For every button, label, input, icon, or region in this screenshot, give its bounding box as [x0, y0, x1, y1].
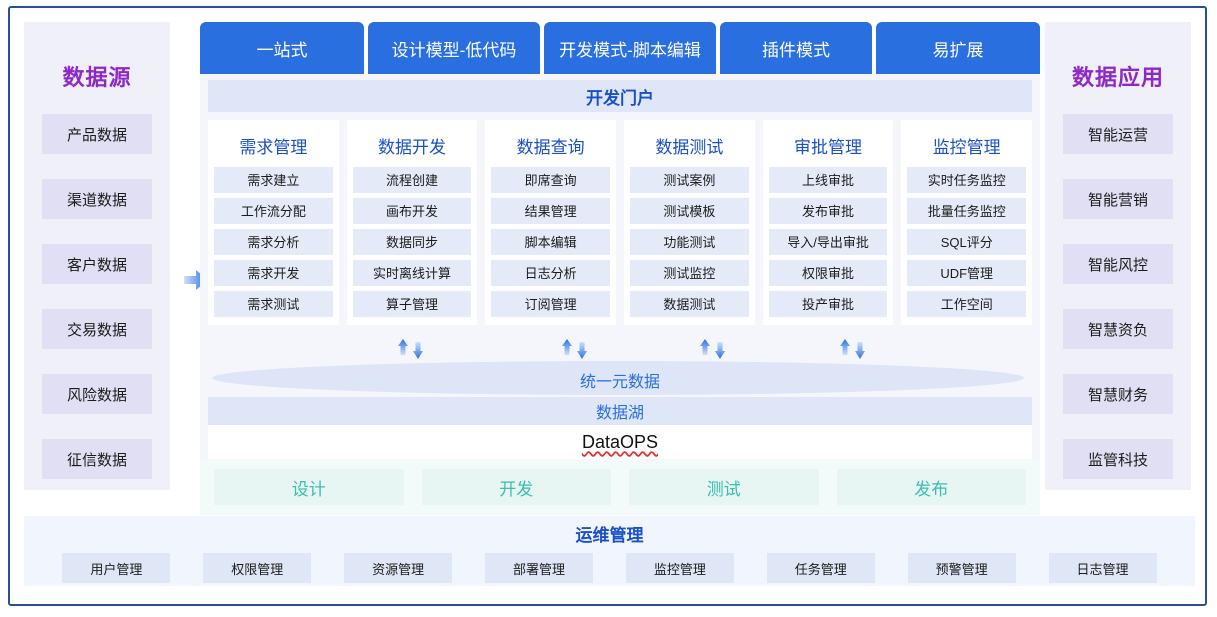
- column-item[interactable]: 订阅管理: [491, 291, 611, 317]
- portal-column-data-query: 数据查询 即席查询 结果管理 脚本编辑 日志分析 订阅管理: [485, 120, 617, 325]
- portal-column-approval: 审批管理 上线审批 发布审批 导入/导出审批 权限审批 投产审批: [762, 120, 894, 325]
- data-source-item[interactable]: 客户数据: [42, 244, 152, 284]
- column-item[interactable]: 日志分析: [491, 260, 611, 286]
- data-source-title: 数据源: [62, 65, 132, 90]
- column-item[interactable]: 上线审批: [768, 167, 888, 193]
- ops-item[interactable]: 任务管理: [766, 553, 875, 583]
- ellipse-shape: [212, 361, 1024, 395]
- data-application-item[interactable]: 智能风控: [1063, 244, 1173, 284]
- feature-tabs: 一站式 设计模型-低代码 开发模式-脚本编辑 插件模式 易扩展: [200, 22, 1040, 74]
- ops-item[interactable]: 日志管理: [1048, 553, 1157, 583]
- ops-item[interactable]: 资源管理: [344, 553, 453, 583]
- unified-metadata-label: 统一元数据: [579, 374, 660, 391]
- ops-item[interactable]: 部署管理: [485, 553, 594, 583]
- up-down-arrow-icon: [396, 337, 430, 359]
- column-item[interactable]: 投产审批: [768, 291, 888, 317]
- tab-plugin-mode[interactable]: 插件模式: [720, 22, 872, 74]
- tab-design-model[interactable]: 设计模型-低代码: [368, 22, 540, 74]
- data-source-item[interactable]: 交易数据: [42, 309, 152, 349]
- column-item[interactable]: 需求分析: [214, 229, 333, 255]
- column-item[interactable]: 测试案例: [630, 167, 749, 193]
- column-item[interactable]: UDF管理: [907, 260, 1027, 286]
- column-item[interactable]: 批量任务监控: [907, 198, 1027, 224]
- dataops-text: DataOPS: [581, 431, 659, 452]
- column-item[interactable]: 即席查询: [491, 167, 611, 193]
- stage-design[interactable]: 设计: [214, 469, 404, 505]
- portal-column-data-dev: 数据开发 流程创建 画布开发 数据同步 实时离线计算 算子管理: [346, 120, 478, 325]
- column-item[interactable]: 实时离线计算: [352, 260, 472, 286]
- tab-extensible[interactable]: 易扩展: [876, 22, 1040, 74]
- column-item[interactable]: 需求开发: [214, 260, 333, 286]
- column-title: 数据查询: [516, 138, 585, 157]
- portal-column-monitor: 监控管理 实时任务监控 批量任务监控 SQL评分 UDF管理 工作空间: [901, 120, 1033, 325]
- dataops-label: DataOPS: [208, 425, 1032, 459]
- data-source-item[interactable]: 征信数据: [42, 439, 152, 479]
- data-application-title: 数据应用: [1071, 65, 1164, 90]
- column-item[interactable]: 需求测试: [214, 291, 333, 317]
- dev-portal-banner: 开发门户: [208, 80, 1032, 112]
- data-source-item[interactable]: 产品数据: [42, 114, 152, 154]
- data-source-item[interactable]: 渠道数据: [42, 179, 152, 219]
- portal-column-requirement: 需求管理 需求建立 工作流分配 需求分析 需求开发 需求测试: [208, 120, 339, 325]
- diagram-frame: 数据源 产品数据 渠道数据 客户数据 交易数据 风险数据 征信数据 一站式 设计…: [8, 6, 1207, 606]
- column-item[interactable]: 功能测试: [630, 229, 749, 255]
- portal-columns: 需求管理 需求建立 工作流分配 需求分析 需求开发 需求测试 数据开发 流程创建…: [208, 120, 1033, 325]
- data-application-item[interactable]: 智能营销: [1063, 179, 1173, 219]
- column-item[interactable]: 结果管理: [491, 198, 611, 224]
- column-item[interactable]: 数据测试: [630, 291, 749, 317]
- data-application-item[interactable]: 智慧财务: [1063, 374, 1173, 414]
- data-source-panel: 数据源 产品数据 渠道数据 客户数据 交易数据 风险数据 征信数据: [24, 22, 170, 490]
- column-item[interactable]: 算子管理: [352, 291, 472, 317]
- column-title: 数据开发: [378, 138, 446, 157]
- column-item[interactable]: 工作空间: [907, 291, 1027, 317]
- column-item[interactable]: 画布开发: [352, 198, 472, 224]
- tab-one-stop[interactable]: 一站式: [200, 22, 364, 74]
- ops-item[interactable]: 用户管理: [62, 553, 171, 583]
- platform-center: 一站式 设计模型-低代码 开发模式-脚本编辑 插件模式 易扩展 开发门户 需求管…: [200, 22, 1040, 515]
- column-item[interactable]: 实时任务监控: [907, 167, 1027, 193]
- column-title: 监控管理: [932, 138, 1001, 157]
- stage-release[interactable]: 发布: [836, 469, 1026, 505]
- column-item[interactable]: 工作流分配: [214, 198, 333, 224]
- column-item[interactable]: SQL评分: [907, 229, 1027, 255]
- up-down-arrow-icon: [698, 337, 732, 359]
- data-application-item[interactable]: 监管科技: [1063, 439, 1173, 479]
- column-item[interactable]: 流程创建: [352, 167, 472, 193]
- ops-item[interactable]: 监控管理: [625, 553, 734, 583]
- column-title: 审批管理: [794, 138, 863, 157]
- data-application-panel: 数据应用 智能运营 智能营销 智能风控 智慧资负 智慧财务 监管科技: [1045, 22, 1191, 490]
- unified-metadata-ellipse: 统一元数据: [200, 359, 1040, 397]
- ops-management-items: 用户管理 权限管理 资源管理 部署管理 监控管理 任务管理 预警管理 日志管理: [24, 546, 1195, 583]
- column-item[interactable]: 需求建立: [214, 167, 333, 193]
- data-application-item[interactable]: 智慧资负: [1063, 309, 1173, 349]
- column-item[interactable]: 发布审批: [768, 198, 888, 224]
- ops-management-title: 运维管理: [575, 526, 644, 545]
- column-item[interactable]: 导入/导出审批: [768, 229, 888, 255]
- ops-item[interactable]: 权限管理: [203, 553, 312, 583]
- tab-dev-mode[interactable]: 开发模式-脚本编辑: [544, 22, 716, 74]
- bidirectional-arrows: [200, 337, 1040, 359]
- column-item[interactable]: 脚本编辑: [491, 229, 611, 255]
- column-item[interactable]: 权限审批: [768, 260, 888, 286]
- column-item[interactable]: 测试监控: [630, 260, 749, 286]
- stage-develop[interactable]: 开发: [421, 469, 611, 505]
- up-down-arrow-icon: [560, 337, 594, 359]
- up-down-arrow-icon: [838, 337, 872, 359]
- dev-portal-section: 开发门户 需求管理 需求建立 工作流分配 需求分析 需求开发 需求测试 数据开发…: [200, 74, 1040, 333]
- ops-management-section: 运维管理 用户管理 权限管理 资源管理 部署管理 监控管理 任务管理 预警管理 …: [24, 516, 1195, 586]
- data-application-item[interactable]: 智能运营: [1063, 114, 1173, 154]
- ops-item[interactable]: 预警管理: [907, 553, 1016, 583]
- data-source-item[interactable]: 风险数据: [42, 374, 152, 414]
- portal-column-data-test: 数据测试 测试案例 测试模板 功能测试 测试监控 数据测试: [624, 120, 755, 325]
- column-item[interactable]: 测试模板: [630, 198, 749, 224]
- data-lake-band: 数据湖: [208, 397, 1032, 425]
- metadata-lake-section: 统一元数据 数据湖 DataOPS: [200, 333, 1040, 459]
- column-item[interactable]: 数据同步: [352, 229, 472, 255]
- lifecycle-stages: 设计 开发 测试 发布: [200, 459, 1040, 515]
- column-title: 需求管理: [239, 138, 308, 157]
- stage-test[interactable]: 测试: [629, 469, 819, 505]
- column-title: 数据测试: [655, 138, 724, 157]
